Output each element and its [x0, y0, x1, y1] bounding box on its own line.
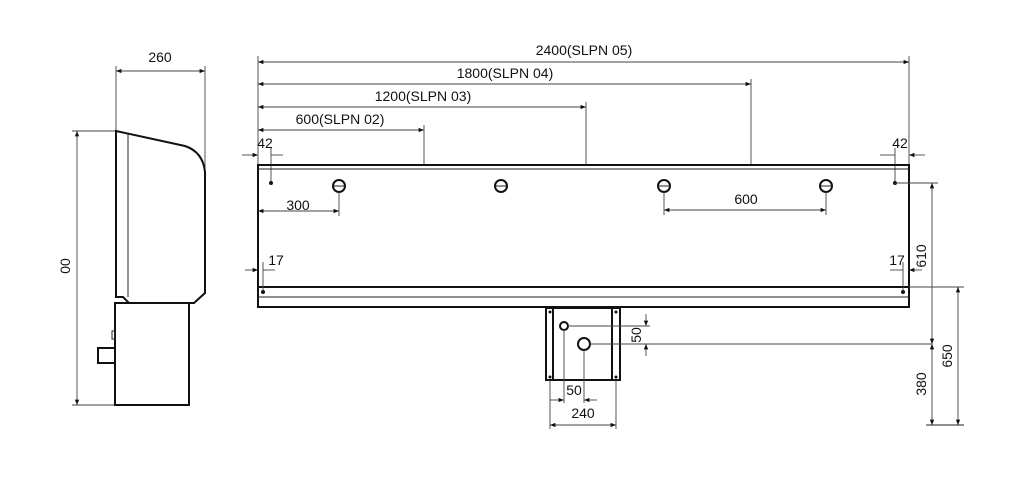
edge-offset-right-label: 42 — [892, 135, 908, 151]
height-to-pipe-label: 610 — [913, 244, 929, 268]
rail-offset-right-label: 17 — [889, 252, 905, 268]
edge-offset-left-label: 42 — [257, 135, 273, 151]
side-width-label: 260 — [148, 49, 172, 65]
total-height-label: 650 — [939, 344, 955, 368]
length-600-label: 600(SLPN 02) — [296, 111, 385, 127]
first-hole-offset-label: 300 — [286, 197, 310, 213]
length-2400-label: 2400(SLPN 05) — [536, 42, 633, 58]
side-height-label: 00 — [57, 258, 73, 274]
pipe-height-label: 380 — [913, 372, 929, 396]
side-view: 260 00 — [57, 49, 206, 406]
bracket-vertical-offset-label: 50 — [628, 327, 644, 343]
small-pipe-hole — [559, 321, 569, 331]
bracket-horizontal-offset-label: 50 — [566, 382, 582, 398]
front-view: 2400(SLPN 05) 1800(SLPN 04) 1200(SLPN 03… — [242, 42, 964, 426]
rail-offset-left-label: 17 — [268, 252, 284, 268]
length-1800-label: 1800(SLPN 04) — [457, 65, 554, 81]
lower-box — [114, 302, 190, 406]
dispenser-housing — [115, 129, 206, 304]
large-pipe-hole — [577, 337, 591, 351]
length-1200-label: 1200(SLPN 03) — [375, 88, 472, 104]
bracket: 50 50 240 — [545, 307, 932, 429]
trough-panel — [257, 164, 910, 308]
hole-spacing-label: 600 — [734, 191, 758, 207]
knob — [97, 347, 116, 364]
bracket-width-label: 240 — [571, 405, 595, 421]
